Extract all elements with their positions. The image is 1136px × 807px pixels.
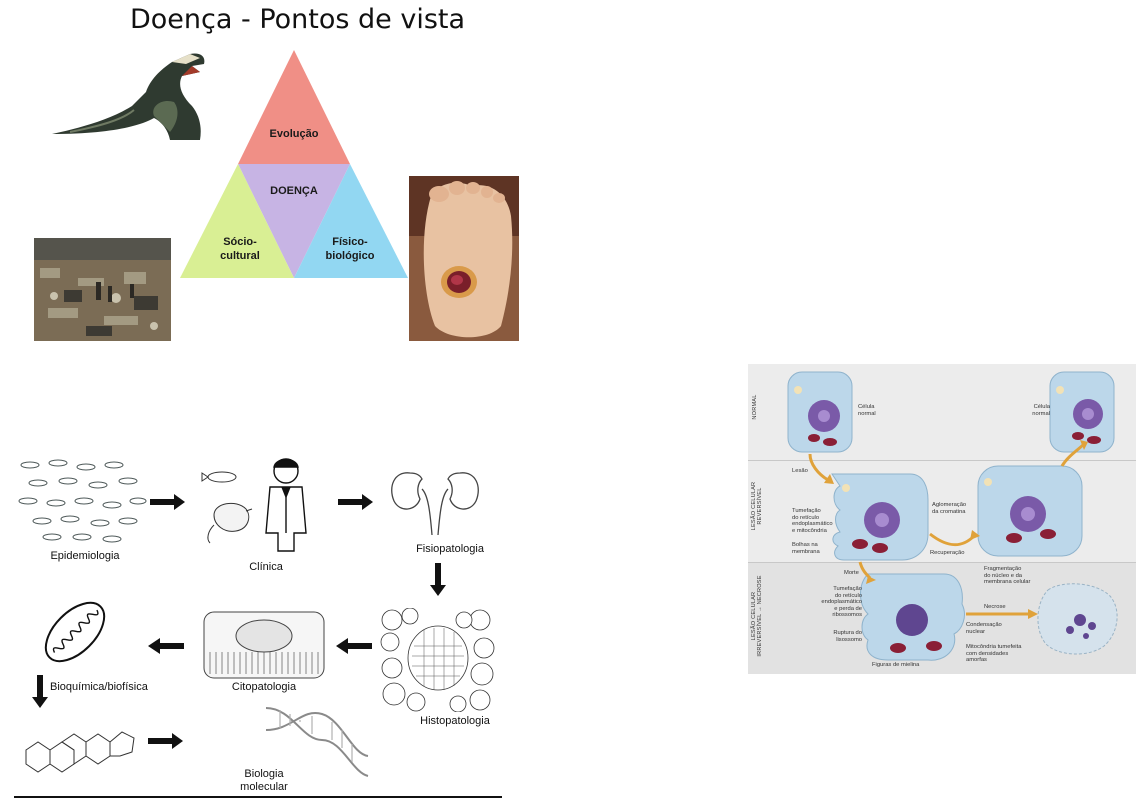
landfill-photo <box>34 238 171 341</box>
triangle-left-section <box>180 164 294 278</box>
triangle-label-evolucao: Evolução <box>269 128 319 140</box>
label-condensacao: Condensação nuclear <box>966 622 1002 635</box>
bottom-divider <box>14 796 502 798</box>
cell-illustrations <box>787 371 1118 661</box>
flow-label-biologia-molecular: Biologia molecular <box>240 768 288 793</box>
steroid-molecule-drawing <box>25 731 135 773</box>
dinosaur-image <box>52 53 205 140</box>
arrow-lesao <box>808 453 829 482</box>
label-celula-normal-2: Célula normal <box>1032 404 1050 417</box>
dna-helix-drawing <box>265 707 369 777</box>
arrow-down-icon <box>430 563 446 596</box>
triangle-diagram <box>180 50 408 278</box>
recovery-cell <box>977 465 1083 557</box>
arrow-left-icon <box>336 638 372 654</box>
page-title: Doença - Pontos de vista <box>130 4 466 35</box>
cell-drawing <box>203 611 325 679</box>
arrow-recuperacao <box>929 532 976 547</box>
flow-label-citopatologia: Citopatologia <box>231 681 297 693</box>
arrow-right-icon <box>148 733 183 749</box>
foot-ulcer-photo <box>409 176 519 341</box>
label-bolhas: Bolhas na membrana <box>792 542 820 555</box>
arrow-right-icon <box>150 494 185 510</box>
arrow-left-icon <box>148 638 184 654</box>
triangle-center-section <box>238 164 350 278</box>
flow-label-histopatologia: Histopatologia <box>420 715 490 727</box>
normal-cell-left <box>787 371 853 453</box>
cell-injury-figure: NORMAL LESÃO CELULAR REVERSÍVEL LESÃO CE… <box>748 364 1136 674</box>
necrotic-cell <box>1037 583 1118 655</box>
flow-label-fisiopatologia: Fisiopatologia <box>416 543 484 555</box>
doctor-rat-drawing <box>201 458 307 552</box>
kidneys-drawing <box>391 472 479 536</box>
triangle-top-section <box>238 50 350 164</box>
reversible-cell <box>831 473 929 561</box>
arrow-morte <box>858 561 872 580</box>
label-aglomeracao: Aglomeração da cromatina <box>932 502 967 515</box>
label-recuperacao: Recuperação <box>930 550 965 556</box>
label-ruptura: Ruptura do lisossomo <box>833 630 862 643</box>
stage-divider <box>748 460 1136 461</box>
label-fragmentacao: Fragmentação do núcleo e da membrana cel… <box>984 566 1031 586</box>
mitochondrion-drawing <box>44 601 106 663</box>
label-celula-normal-1: Célula normal <box>858 404 876 417</box>
tissue-drawing <box>380 608 496 712</box>
normal-cell-right <box>1049 371 1115 453</box>
label-figuras: Figuras de mielina <box>872 662 920 668</box>
fish-school-drawing <box>18 459 147 543</box>
label-mitocondria: Mitocôndria tumefeita com densidades amo… <box>966 644 1022 664</box>
triangle-label-doenca: DOENÇA <box>270 185 318 197</box>
flow-label-bioquimica: Bioquímica/biofísica <box>50 681 148 693</box>
label-tumefacao-1: Tumefação do retículo endoplasmático e m… <box>792 508 833 534</box>
triangle-label-fisicobiologico: Físico- biológico <box>325 236 375 262</box>
label-morte: Morte <box>844 570 859 576</box>
label-lesao: Lesão <box>792 468 808 474</box>
triangle-right-section <box>294 164 408 278</box>
flow-label-clinica: Clínica <box>249 561 283 573</box>
arrow-right-icon <box>338 494 373 510</box>
stage-divider <box>748 562 1136 563</box>
arrow-down-icon <box>32 675 48 708</box>
flow-label-epidemiologia: Epidemiologia <box>50 550 120 562</box>
triangle-label-sociocultural: Sócio- cultural <box>220 236 260 262</box>
label-tumefacao-2: Tumefação do retículo endoplasmático e p… <box>821 586 862 619</box>
label-necrose: Necrose <box>984 604 1006 610</box>
irreversible-cell <box>860 573 965 661</box>
